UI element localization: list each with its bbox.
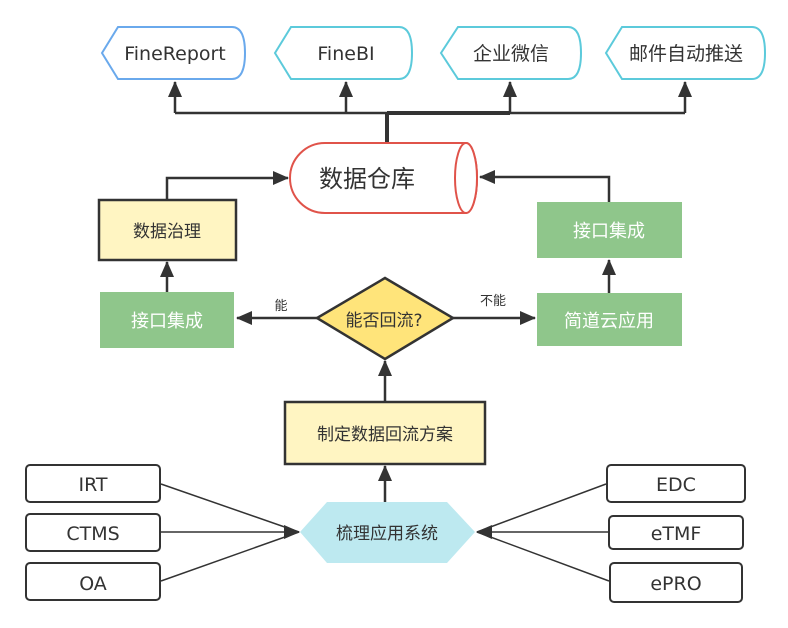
data-warehouse[interactable]: 数据仓库 (289, 142, 478, 214)
integration-right-label: 接口集成 (573, 221, 645, 242)
data-governance-node[interactable]: 数据治理 (97, 198, 238, 262)
edge-governance-to-warehouse (165, 171, 289, 200)
edge-oa (160, 531, 300, 582)
system-epro[interactable]: ePRO (609, 562, 743, 603)
system-oa[interactable]: OA (25, 562, 161, 601)
data-warehouse-label: 数据仓库 (319, 165, 415, 193)
system-ctms-label: CTMS (66, 523, 119, 545)
decision-node[interactable]: 能否回流? (314, 276, 456, 361)
edge-epro (476, 531, 610, 582)
edges-left-systems (160, 483, 300, 582)
output-finebi[interactable]: FineBI (273, 26, 414, 80)
jiandao-app-label: 简道云应用 (564, 311, 654, 332)
output-wecom-label: 企业微信 (473, 43, 549, 65)
system-edc[interactable]: EDC (606, 464, 746, 503)
integration-left-node[interactable]: 接口集成 (100, 292, 234, 348)
reflow-plan-label: 制定数据回流方案 (317, 425, 453, 445)
system-ctms[interactable]: CTMS (25, 513, 161, 552)
system-etmf[interactable]: eTMF (608, 515, 744, 550)
reflow-plan-node[interactable]: 制定数据回流方案 (283, 400, 487, 466)
output-finereport-label: FineReport (124, 43, 226, 65)
edge-irt (160, 483, 300, 533)
output-finebi-label: FineBI (317, 43, 374, 65)
output-wecom[interactable]: 企业微信 (439, 26, 583, 80)
edge-no-label: 不能 (480, 294, 506, 309)
edge-yes-label: 能 (274, 299, 287, 314)
edge-integration-to-warehouse (479, 170, 611, 202)
data-governance-label: 数据治理 (133, 222, 201, 242)
output-email[interactable]: 邮件自动推送 (604, 26, 767, 80)
edges-warehouse-to-outputs (168, 81, 692, 143)
system-irt-label: IRT (78, 474, 107, 496)
jiandao-app-node[interactable]: 简道云应用 (537, 293, 682, 346)
integration-right-node[interactable]: 接口集成 (537, 202, 682, 258)
system-edc-label: EDC (656, 474, 696, 496)
sort-systems-label: 梳理应用系统 (336, 524, 438, 544)
sort-systems-node[interactable]: 梳理应用系统 (300, 502, 475, 563)
system-irt[interactable]: IRT (25, 464, 161, 503)
edge-edc (476, 483, 607, 533)
edges-right-systems (476, 483, 610, 582)
system-oa-label: OA (79, 573, 107, 595)
system-etmf-label: eTMF (651, 523, 702, 545)
output-finereport[interactable]: FineReport (100, 26, 247, 80)
output-email-label: 邮件自动推送 (629, 43, 743, 65)
system-epro-label: ePRO (650, 573, 701, 595)
integration-left-label: 接口集成 (131, 311, 203, 332)
decision-label: 能否回流? (345, 311, 422, 331)
